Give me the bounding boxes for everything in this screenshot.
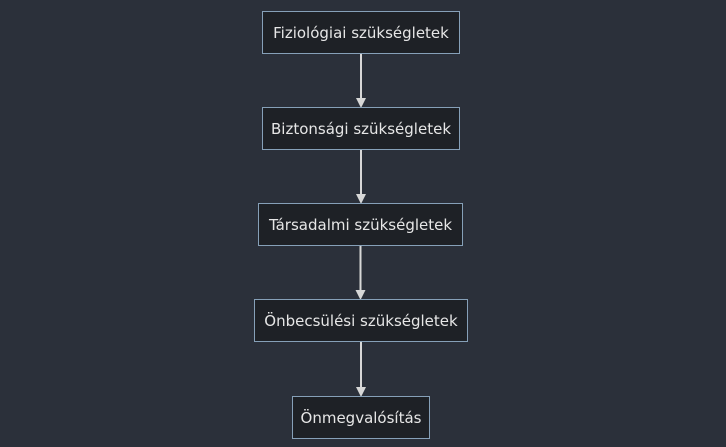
node-label: Önbecsülési szükségletek <box>264 311 458 330</box>
node-label: Fiziológiai szükségletek <box>273 23 449 42</box>
node-fiziologiai-szuksegletek: Fiziológiai szükségletek <box>262 11 460 54</box>
node-onbecsulesi-szuksegletek: Önbecsülési szükségletek <box>254 299 468 342</box>
node-label: Önmegvalósítás <box>300 408 422 427</box>
node-label: Társadalmi szükségletek <box>268 215 453 234</box>
node-label: Biztonsági szükségletek <box>271 119 451 138</box>
node-onmegvalositas: Önmegvalósítás <box>292 396 430 439</box>
node-tarsadalmi-szuksegletek: Társadalmi szükségletek <box>258 203 463 246</box>
node-biztonsagi-szuksegletek: Biztonsági szükségletek <box>262 107 460 150</box>
